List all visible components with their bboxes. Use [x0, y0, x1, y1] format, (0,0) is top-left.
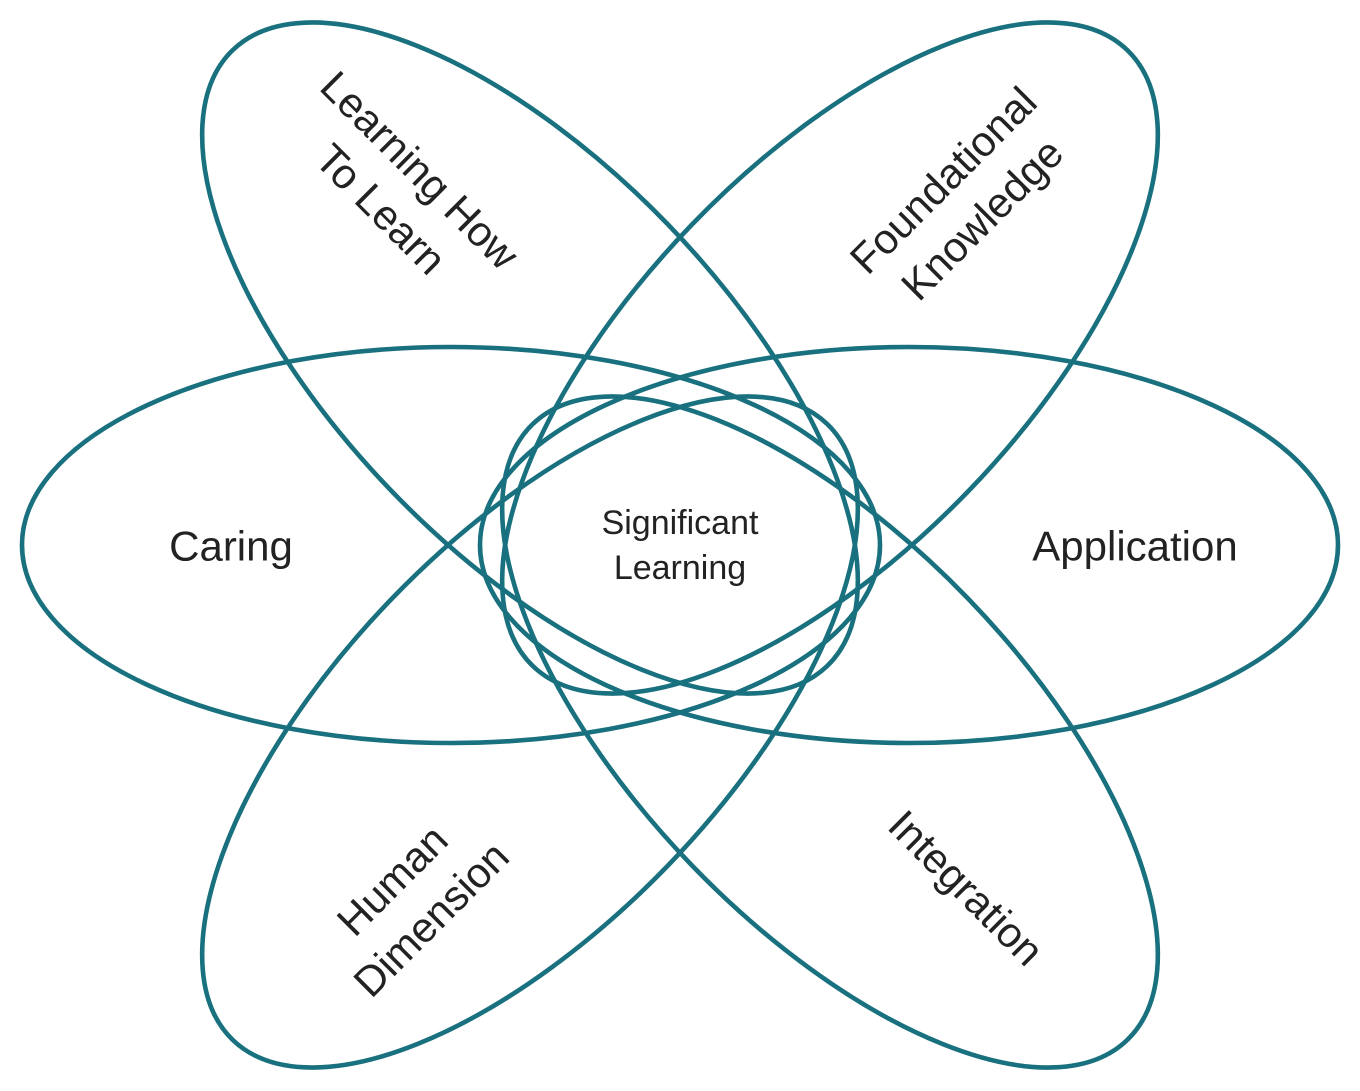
label-line: Caring: [169, 522, 293, 570]
petal-label-application: Application: [1032, 518, 1237, 573]
petal-ellipse-learning-how-to-learn: [199, 20, 861, 696]
petal-ellipse-human-dimension: [199, 394, 861, 1070]
petal-ellipse-foundational-knowledge: [499, 20, 1161, 696]
petal-ellipse-application: [477, 344, 1341, 746]
center-label-significant-learning: Significant Learning: [602, 501, 759, 591]
petal-ellipse-caring: [19, 344, 883, 746]
petal-label-caring: Caring: [169, 518, 293, 573]
label-line: Application: [1032, 522, 1238, 570]
petal-ellipse-integration: [499, 394, 1161, 1070]
label-line: Significant: [601, 504, 759, 543]
label-line: Learning: [613, 549, 747, 587]
